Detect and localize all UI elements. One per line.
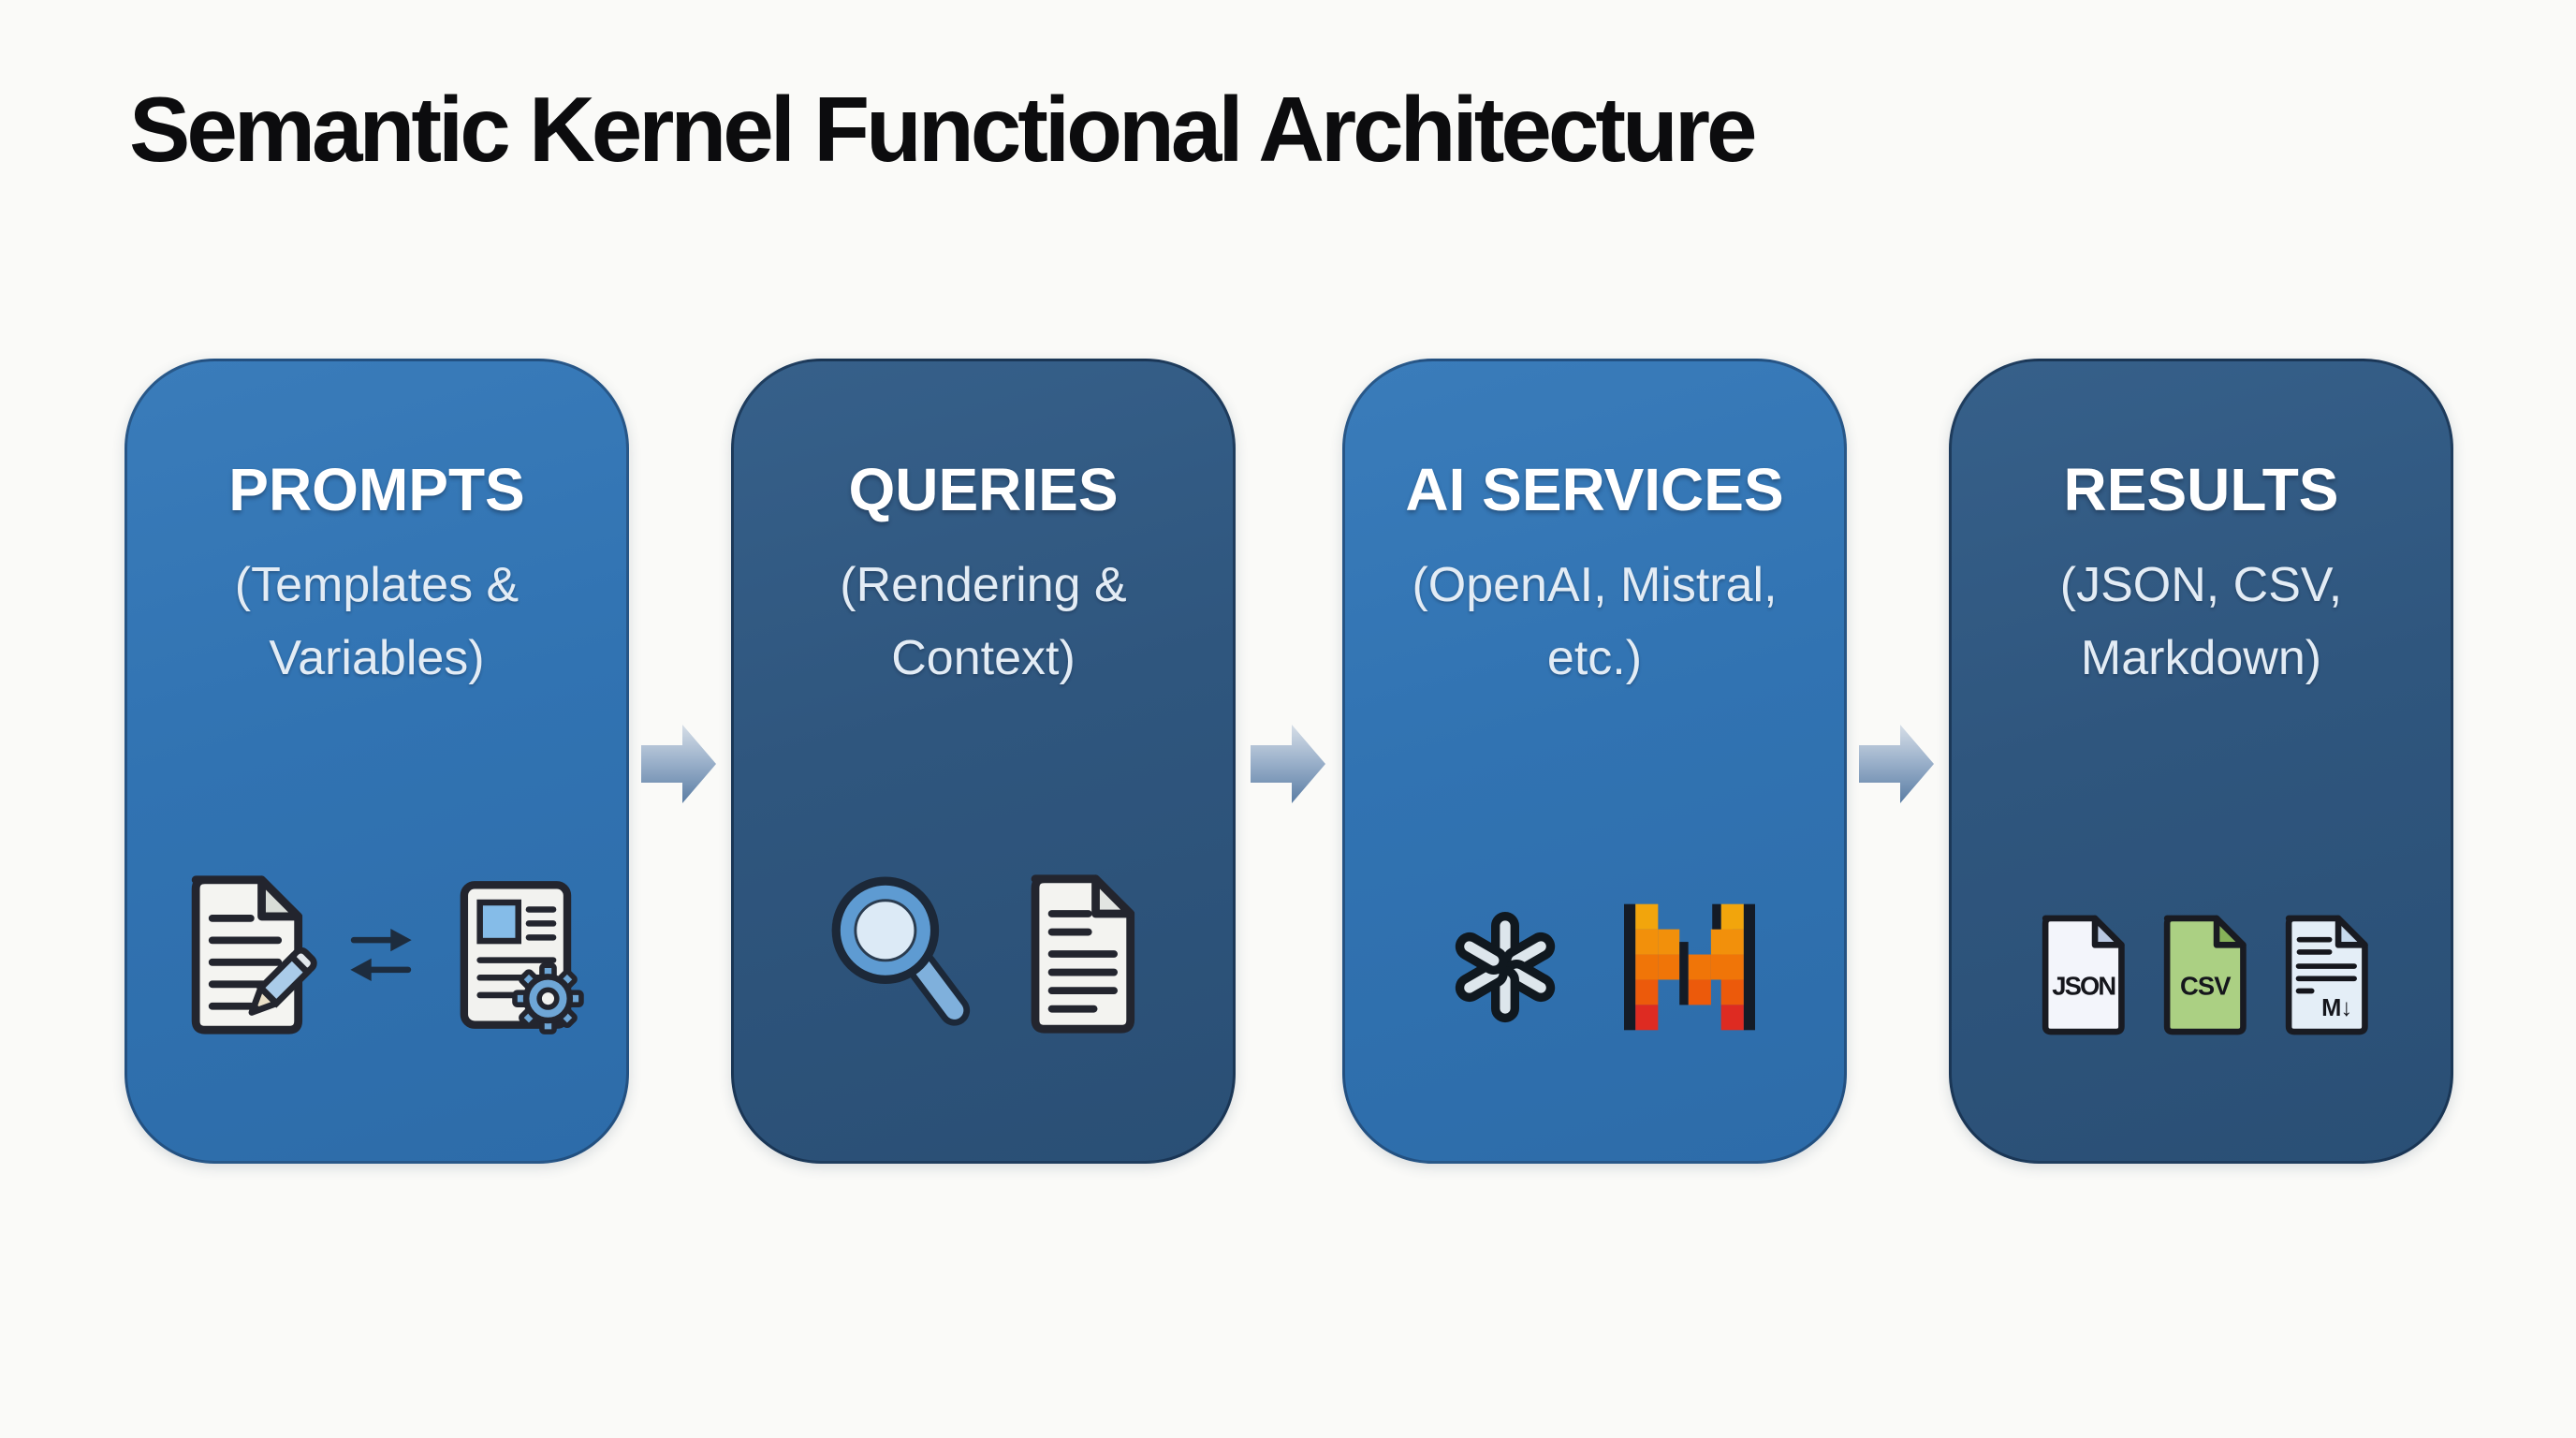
page-fold [1091,874,1135,918]
mistral-logo-icon [1623,903,1755,1031]
text-lines [1047,910,1118,1013]
csv-label: CSV [2180,971,2232,1000]
document-gear-icon [460,881,584,1034]
card-ai-services: AI SERVICES (OpenAI, Mistral, etc.) [1342,359,1847,1164]
page-fold [2091,915,2125,948]
card-title: AI SERVICES [1405,456,1784,523]
gear [511,962,584,1034]
card-icons-row: JSON CSV M↓ [1952,913,2451,1037]
exchange-arrows-icon [349,929,412,981]
flow-arrow-icon [641,725,716,803]
card-title: RESULTS [2063,456,2339,523]
card-icons-row [734,871,1233,1037]
card-subtitle: (Templates & Variables) [234,558,520,685]
card-prompts: PROMPTS (Templates & Variables) [124,359,629,1164]
card-subtitle: (OpenAI, Mistral, etc.) [1412,558,1778,685]
text-lines [2295,936,2357,994]
image-placeholder [476,899,521,945]
document-edit-icon [191,875,317,1034]
pencil [248,946,317,1016]
card-subtitle: (JSON, CSV, Markdown) [2059,558,2343,685]
markdown-file-icon: M↓ [2285,915,2368,1035]
card-results: RESULTS (JSON, CSV, Markdown) JSON CSV [1949,359,2453,1164]
card-queries: QUERIES (Rendering & Context) [731,359,1236,1164]
json-file-icon: JSON [2042,915,2125,1035]
card-icons-row [127,873,626,1037]
page-fold [2334,915,2368,948]
page-fold [256,875,302,921]
card-icons-row [1345,897,1844,1037]
page-fold [2213,915,2247,948]
flow-arrow-icon [1251,725,1325,803]
text-lines [208,914,282,1010]
page-title: Semantic Kernel Functional Architecture [129,78,1757,181]
card-title: PROMPTS [228,456,525,523]
card-title: QUERIES [848,456,1119,523]
document-icon [1031,874,1135,1034]
markdown-label: M↓ [2321,995,2351,1021]
flow-arrow-icon [1859,725,1934,803]
card-subtitle: (Rendering & Context) [840,558,1127,685]
search-magnifier-icon [831,876,971,1026]
csv-file-icon: CSV [2163,915,2247,1035]
openai-logo-icon [1455,911,1555,1023]
json-label: JSON [2052,971,2115,1000]
